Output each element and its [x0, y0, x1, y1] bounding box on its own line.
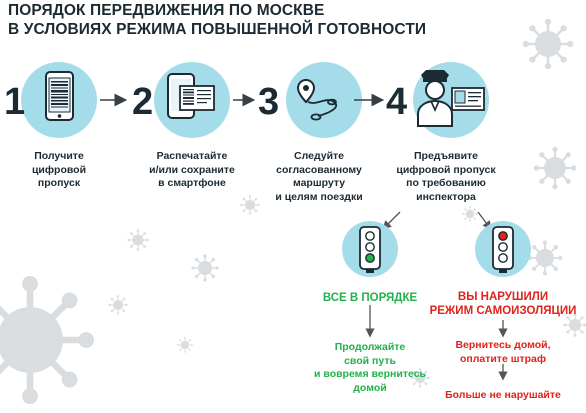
- step-1-label: Получите цифровой пропуск: [31, 150, 87, 189]
- step-2-number: 2: [132, 81, 153, 123]
- inspector-icon: [417, 70, 485, 127]
- ok-heading: ВСЕ В ПОРЯДКЕ: [322, 292, 418, 304]
- step-4-number: 4: [386, 81, 407, 123]
- arrow-to-ok: [382, 211, 401, 230]
- title-line-2: В УСЛОВИЯХ РЕЖИМА ПОВЫШЕННОЙ ГОТОВНОСТИ: [8, 21, 427, 38]
- ok-action: Продолжайте свой путь и вовремя вернитес…: [314, 341, 426, 394]
- violation-final: Больше не нарушайте: [445, 389, 561, 401]
- violation-action: Вернитесь домой, оплатите штраф: [455, 339, 551, 365]
- step-2-label: Распечатайте и/или сохраните в смартфоне: [149, 150, 235, 189]
- arrow-to-violation: [477, 211, 492, 231]
- step-1-number: 1: [4, 81, 25, 123]
- qr-smartphone-icon: [45, 71, 74, 121]
- step-4-label: Предъявите цифровой пропуск по требовани…: [396, 150, 496, 203]
- route-map-icon: [296, 78, 337, 121]
- printed-pass-smartphone-icon: [167, 73, 215, 119]
- page-title: ПОРЯДОК ПЕРЕДВИЖЕНИЯ ПО МОСКВЕ В УСЛОВИЯ…: [8, 1, 426, 39]
- title-line-1: ПОРЯДОК ПЕРЕДВИЖЕНИЯ ПО МОСКВЕ: [8, 2, 325, 19]
- step-3-number: 3: [258, 81, 279, 123]
- step-3-label: Следуйте согласованному маршруту и целям…: [275, 150, 363, 203]
- traffic-light-red-icon: [492, 226, 514, 273]
- violation-heading: ВЫ НАРУШИЛИ РЕЖИМ САМОИЗОЛЯЦИИ: [429, 291, 577, 317]
- traffic-light-green-icon: [359, 226, 381, 273]
